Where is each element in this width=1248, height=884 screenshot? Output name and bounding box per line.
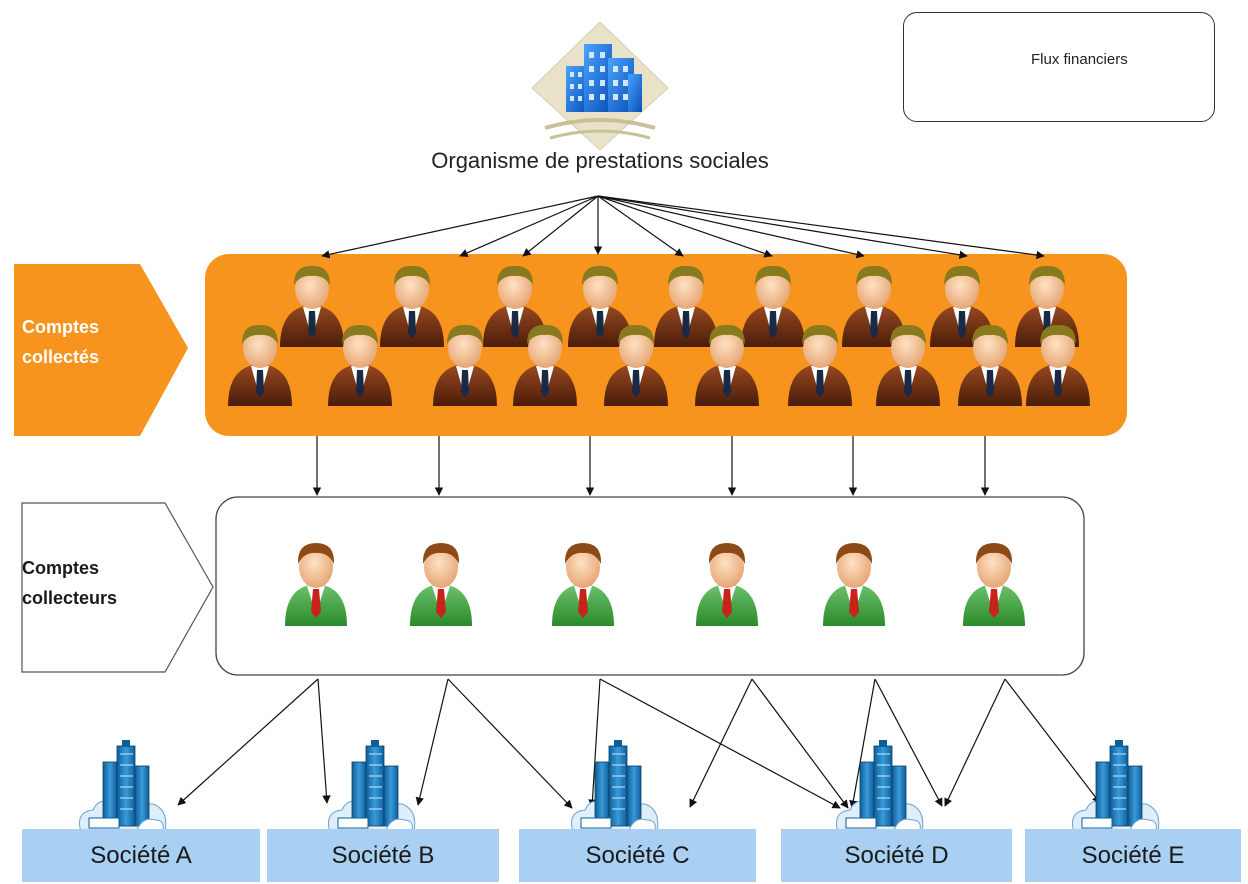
comptes-collectes-label: Comptes collectés xyxy=(22,312,162,372)
societe-d-label: Société D xyxy=(781,829,1012,882)
businessman-brown-icon xyxy=(433,324,497,406)
comptes-collecteurs-people xyxy=(285,543,1025,626)
businessman-brown-icon xyxy=(280,265,344,347)
societe-b-label: Société B xyxy=(267,829,499,882)
societes-buildings xyxy=(79,740,1160,833)
comptes-collecteurs-chevron xyxy=(21,502,214,673)
legend-box: Flux financiers xyxy=(903,12,1215,122)
businessman-brown-icon xyxy=(568,265,632,347)
businessman-brown-icon xyxy=(695,324,759,406)
arrows-collecteurs-to-societes xyxy=(177,678,1101,809)
comptes-collectes-chevron xyxy=(14,264,188,436)
comptes-collectes-label-line2: collectés xyxy=(22,347,100,367)
businessman-brown-icon xyxy=(380,265,444,347)
businessman-green-icon xyxy=(823,543,885,626)
businessman-green-icon xyxy=(696,543,758,626)
societe-e-label: Société E xyxy=(1025,829,1241,882)
businessman-brown-icon xyxy=(654,265,718,347)
businessman-brown-icon xyxy=(1026,324,1090,406)
businessman-brown-icon xyxy=(788,324,852,406)
comptes-collectes-people xyxy=(228,265,1090,406)
businessman-brown-icon xyxy=(741,265,805,347)
businessman-brown-icon xyxy=(930,265,994,347)
businessman-green-icon xyxy=(285,543,347,626)
company-building-icon xyxy=(328,740,416,833)
comptes-collecteurs-label: Comptes collecteurs xyxy=(22,553,172,613)
company-building-icon xyxy=(571,740,659,833)
businessman-brown-icon xyxy=(513,324,577,406)
businessman-brown-icon xyxy=(842,265,906,347)
businessman-brown-icon xyxy=(876,324,940,406)
comptes-collecteurs-label-line2: collecteurs xyxy=(22,588,118,608)
office-building-icon xyxy=(531,21,669,151)
company-building-icon xyxy=(1072,740,1160,833)
comptes-collecteurs-label-line1: Comptes xyxy=(22,558,100,578)
arrows-organisme-to-collectes xyxy=(321,195,1045,260)
businessman-brown-icon xyxy=(604,324,668,406)
businessman-brown-icon xyxy=(483,265,547,347)
arrows-collectes-to-collecteurs xyxy=(312,436,990,496)
organisme-label: Organisme de prestations sociales xyxy=(431,148,769,173)
company-building-icon xyxy=(836,740,924,833)
businessman-brown-icon xyxy=(328,324,392,406)
businessman-green-icon xyxy=(410,543,472,626)
businessman-green-icon xyxy=(552,543,614,626)
company-building-icon xyxy=(79,740,167,833)
comptes-collecteurs-box xyxy=(215,496,1085,676)
businessman-brown-icon xyxy=(958,324,1022,406)
comptes-collectes-label-line1: Comptes xyxy=(22,317,100,337)
societe-c-label: Société C xyxy=(519,829,756,882)
businessman-green-icon xyxy=(963,543,1025,626)
businessman-brown-icon xyxy=(228,324,292,406)
legend-label: Flux financiers xyxy=(1031,51,1128,68)
societe-a-label: Société A xyxy=(22,829,260,882)
